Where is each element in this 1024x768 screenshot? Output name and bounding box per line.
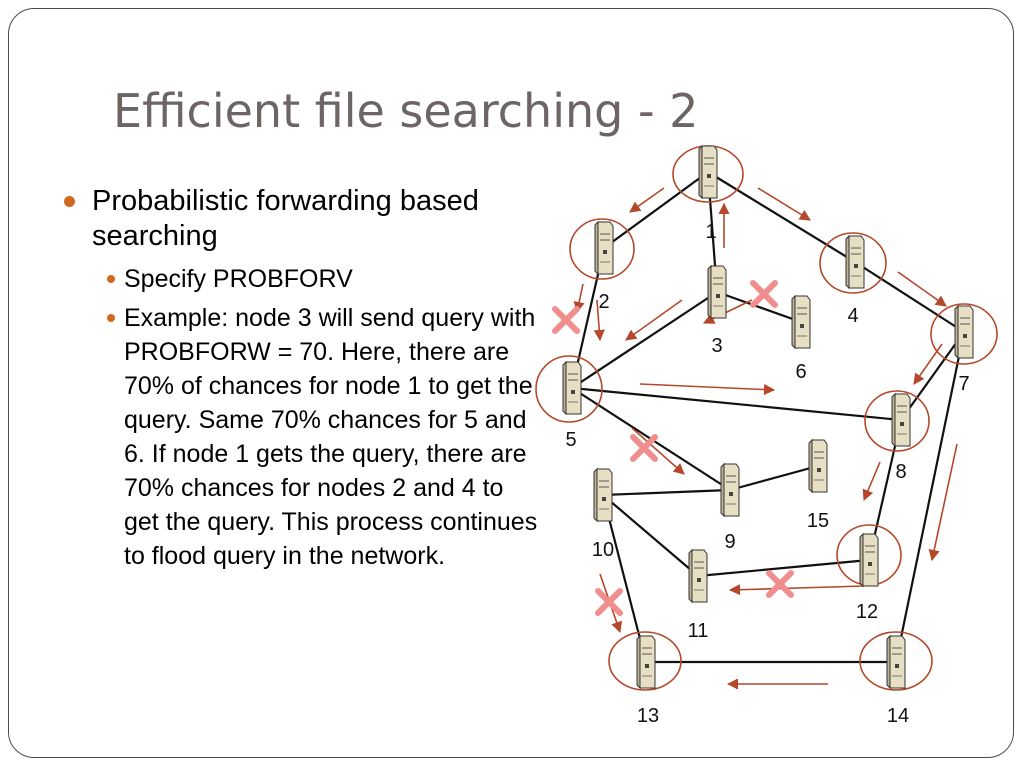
sub-bullet-item: Specify PROBFORV: [62, 262, 542, 296]
sub-bullet-icon: [107, 275, 115, 283]
bullet-icon: [64, 196, 75, 207]
bullet-text: Probabilistic forwarding based searching: [92, 185, 479, 252]
bullet-list: Probabilistic forwarding based searching…: [62, 184, 542, 573]
bullet-item: Probabilistic forwarding based searching: [62, 184, 542, 254]
sub-bullet-text: Specify PROBFORV: [124, 265, 353, 293]
slide-title: Efficient file searching - 2: [113, 84, 699, 138]
sub-bullet-text: Example: node 3 will send query with PRO…: [124, 304, 538, 570]
slide-frame: [8, 8, 1014, 758]
sub-bullet-icon: [107, 314, 115, 322]
sub-bullet-item: Example: node 3 will send query with PRO…: [62, 301, 542, 573]
